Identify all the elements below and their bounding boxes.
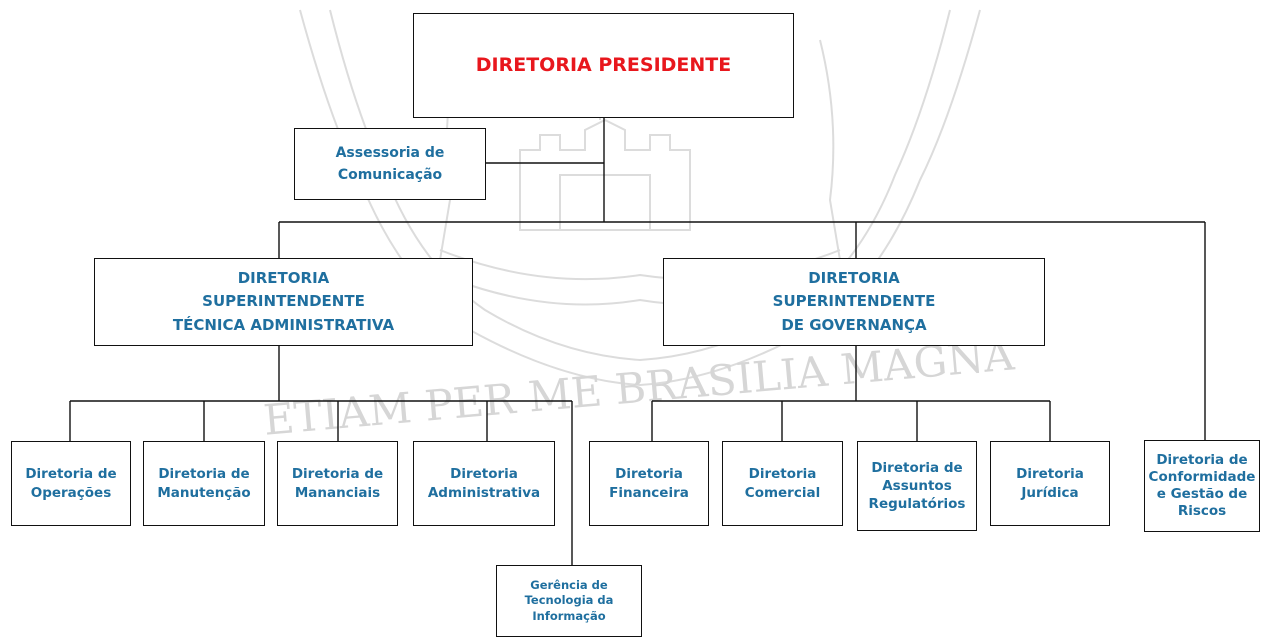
node-label: Diretoria <box>748 466 817 483</box>
node-label: Manutenção <box>157 484 251 501</box>
node-diretoria-presidente: DIRETORIA PRESIDENTE <box>413 13 794 118</box>
node-diretoria-comercial: Diretoria Comercial <box>722 441 843 526</box>
node-diretoria-juridica: Diretoria Jurídica <box>990 441 1110 526</box>
node-label: e Gestão de <box>1156 486 1248 502</box>
node-label: DIRETORIA <box>237 269 330 288</box>
node-label: Diretoria de <box>871 459 963 476</box>
node-label: SUPERINTENDENTE <box>772 292 936 311</box>
node-label: Diretoria de <box>158 466 250 483</box>
node-label: Diretoria <box>1016 466 1084 483</box>
node-diretoria-financeira: Diretoria Financeira <box>589 441 709 526</box>
node-label: Diretoria de <box>291 466 384 483</box>
node-label: Assuntos <box>882 477 952 494</box>
node-label: DIRETORIA <box>808 269 900 288</box>
node-gerencia-ti: Gerência de Tecnologia da Informação <box>496 565 642 637</box>
node-label: DIRETORIA PRESIDENTE <box>475 53 732 76</box>
node-label: Informação <box>532 608 606 623</box>
node-label: Regulatórios <box>868 496 966 513</box>
node-diretoria-manutencao: Diretoria de Manutenção <box>143 441 265 526</box>
node-superintendente-governanca: DIRETORIA SUPERINTENDENTE DE GOVERNANÇA <box>663 258 1045 346</box>
node-label: Mananciais <box>294 484 381 501</box>
node-label: Diretoria <box>615 466 683 483</box>
node-label: Administrativa <box>427 484 541 501</box>
node-label: Riscos <box>1177 502 1227 519</box>
node-label: Comunicação <box>337 167 443 183</box>
node-label: DE GOVERNANÇA <box>781 315 927 334</box>
node-diretoria-mananciais: Diretoria de Mananciais <box>277 441 398 526</box>
node-superintendente-tecnica: DIRETORIA SUPERINTENDENTE TÉCNICA ADMINI… <box>94 258 473 346</box>
node-assessoria-comunicacao: Assessoria de Comunicação <box>294 128 486 200</box>
node-label: Financeira <box>609 484 689 501</box>
node-label: Jurídica <box>1021 484 1079 501</box>
node-label: Diretoria <box>450 466 518 483</box>
node-label: Diretoria de <box>25 466 117 483</box>
node-diretoria-conformidade: Diretoria de Conformidade e Gestão de Ri… <box>1144 440 1260 532</box>
node-diretoria-assuntos-regulatorios: Diretoria de Assuntos Regulatórios <box>857 441 977 531</box>
node-label: SUPERINTENDENTE <box>202 292 365 311</box>
node-label: Operações <box>30 484 112 501</box>
node-label: TÉCNICA ADMINISTRATIVA <box>172 315 395 334</box>
node-label: Tecnologia da <box>524 593 614 608</box>
node-label: Comercial <box>744 484 821 501</box>
node-label: Assessoria de <box>335 144 445 161</box>
node-diretoria-administrativa: Diretoria Administrativa <box>413 441 555 526</box>
node-label: Conformidade <box>1148 469 1256 486</box>
node-label: Diretoria de <box>1156 452 1248 469</box>
node-label: Gerência de <box>530 577 608 592</box>
node-diretoria-operacoes: Diretoria de Operações <box>11 441 131 526</box>
